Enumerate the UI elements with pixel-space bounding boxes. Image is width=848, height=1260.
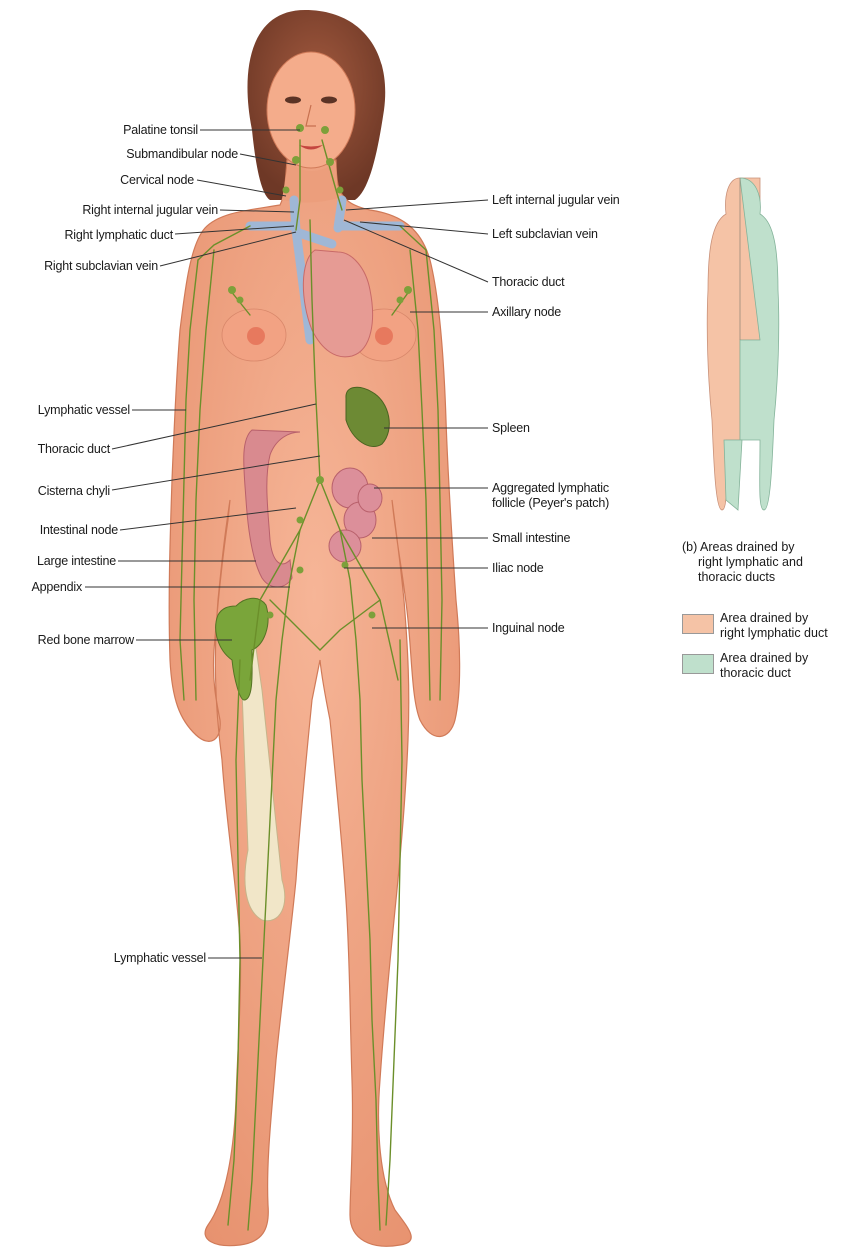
label-left-internal-jugular-vein: Left internal jugular vein [492,193,620,208]
inset-caption-line: (b) Areas drained by [682,540,803,555]
label-axillary-node: Axillary node [492,305,561,320]
inset-thoracic-duct-area [740,178,779,510]
legend-line: thoracic duct [720,666,808,681]
label-thoracic-duct-left: Thoracic duct [38,442,110,457]
label-appendix: Appendix [31,580,82,595]
inset-figure [707,178,779,510]
legend-text-thoracic: Area drained by thoracic duct [720,651,808,681]
label-inguinal-node: Inguinal node [492,621,564,636]
label-thoracic-duct-right: Thoracic duct [492,275,564,290]
label-cisterna-chyli: Cisterna chyli [38,484,110,499]
label-lymphatic-vessel-leg: Lymphatic vessel [114,951,206,966]
label-iliac-node: Iliac node [492,561,544,576]
inset-caption: (b) Areas drained by right lymphatic and… [682,540,803,585]
label-palatine-tonsil: Palatine tonsil [123,123,198,138]
label-spleen: Spleen [492,421,530,436]
label-small-intestine: Small intestine [492,531,570,546]
label-red-bone-marrow: Red bone marrow [38,633,134,648]
legend-text-right-lymphatic: Area drained by right lymphatic duct [720,611,828,641]
legend-line: Area drained by [720,651,808,666]
right-eye [321,97,337,104]
legend-line: Area drained by [720,611,828,626]
inset-caption-line: right lymphatic and [682,555,803,570]
label-right-subclavian-vein: Right subclavian vein [44,259,158,274]
label-large-intestine: Large intestine [37,554,116,569]
legend-swatch-thoracic [682,654,714,674]
face [267,52,355,168]
label-aggregated-lymphatic: Aggregated lymphatic [492,481,609,496]
label-cervical-node: Cervical node [120,173,194,188]
left-eye [285,97,301,104]
label-left-subclavian-vein: Left subclavian vein [492,227,598,242]
label-intestinal-node: Intestinal node [40,523,118,538]
label-submandibular-node: Submandibular node [126,147,238,162]
legend-line: right lymphatic duct [720,626,828,641]
label-right-lymphatic-duct: Right lymphatic duct [64,228,173,243]
label-right-internal-jugular-vein: Right internal jugular vein [82,203,218,218]
inset-caption-line: thoracic ducts [682,570,803,585]
legend-swatch-right-lymphatic [682,614,714,634]
label-peyers-patch: follicle (Peyer's patch) [492,496,609,511]
label-lymphatic-vessel-arm: Lymphatic vessel [38,403,130,418]
